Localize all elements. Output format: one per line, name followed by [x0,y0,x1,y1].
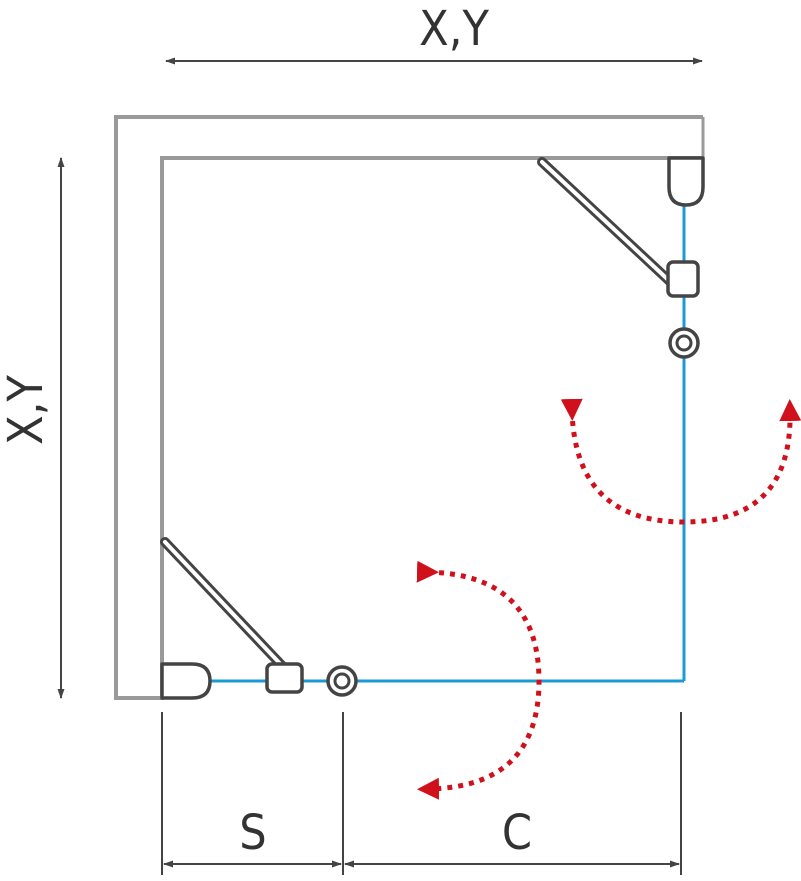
stabilizer-bar-top-right [537,157,683,294]
wall-profile-bottom-left [160,662,212,700]
bar-connector-bottom [265,662,304,694]
hinge-icon-right [668,327,700,359]
dimension-label-s: S [239,805,266,861]
dimension-label-c: C [502,805,532,861]
dimension-label-left: X,Y [0,375,54,445]
swing-arrow-icon-bottom [416,560,542,800]
dimension-label-top: X,Y [419,1,489,57]
wall-profile-top-right [667,156,705,207]
wall-outline [114,115,703,700]
swing-arrow-icon-right [560,398,801,525]
hinge-icon-bottom [326,665,358,697]
bar-connector-right [666,260,700,298]
stabilizer-bar-bottom-left [160,537,293,677]
